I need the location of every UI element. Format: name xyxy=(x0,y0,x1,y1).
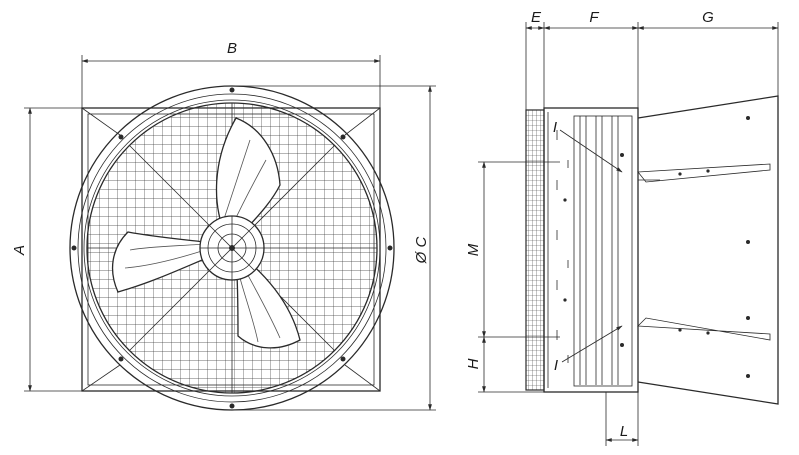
dimension-label-m: M xyxy=(465,243,482,256)
side-view: E F G M H I I L xyxy=(465,9,779,446)
fan-blade-right xyxy=(235,255,301,349)
dimension-label-a: A xyxy=(11,245,28,256)
dimension-label-f: F xyxy=(589,9,599,26)
ring-bolts xyxy=(71,87,393,409)
louvre-panels xyxy=(573,115,633,387)
front-view: A B Ø C xyxy=(11,40,436,411)
dimension-label-c: Ø C xyxy=(413,237,430,265)
label-i-top: I xyxy=(553,119,557,136)
dimension-c: Ø C xyxy=(232,85,436,411)
dimension-label-g: G xyxy=(702,9,714,26)
dimension-mh: M H xyxy=(465,161,560,393)
dimension-b: B xyxy=(81,40,381,108)
leader-i-bottom: I xyxy=(554,325,623,374)
dimension-l: L xyxy=(605,392,639,446)
fan-hub-center xyxy=(229,245,235,251)
leader-i-top: I xyxy=(553,119,623,173)
dimension-label-h: H xyxy=(465,358,482,369)
dimension-label-e: E xyxy=(531,9,542,26)
inlet-mesh xyxy=(525,109,545,391)
dimension-a: A xyxy=(11,107,82,392)
fan-ring-inner xyxy=(77,93,387,403)
dimension-efg: E F G xyxy=(525,9,779,118)
fan-blades xyxy=(111,117,301,349)
dimension-label-l: L xyxy=(620,423,628,440)
label-i-bottom: I xyxy=(554,357,558,374)
fan-blade-top xyxy=(215,117,281,237)
fan-blade-left xyxy=(111,231,223,293)
support-struts xyxy=(637,163,771,341)
diffuser-cone xyxy=(637,95,779,405)
dimension-label-b: B xyxy=(227,40,237,57)
